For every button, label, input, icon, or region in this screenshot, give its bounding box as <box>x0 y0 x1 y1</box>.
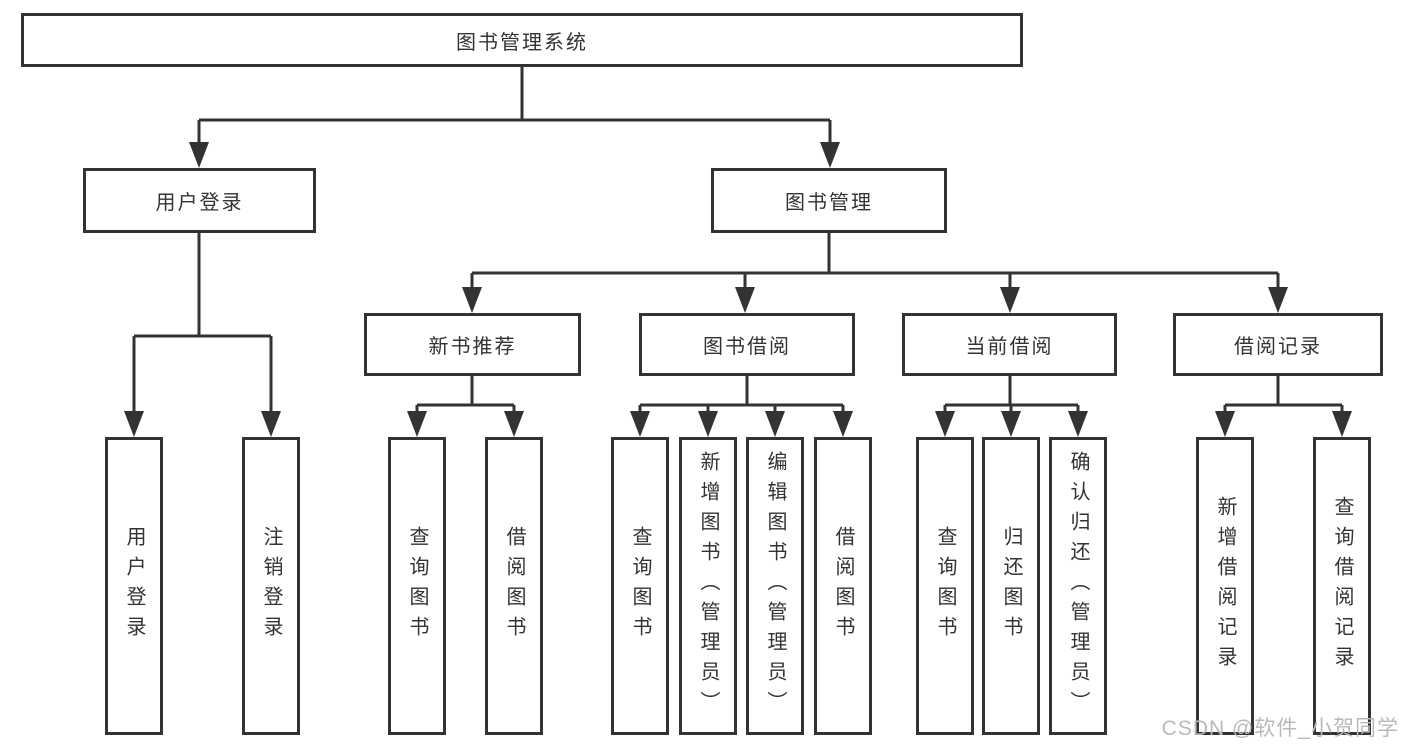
node-new-book-recommend-label: 新书推荐 <box>428 336 517 358</box>
leaf-return-books: 归还图书 <box>982 437 1040 735</box>
leaf-add-books-admin: 新增图书（管理员） <box>679 437 737 735</box>
node-book-management-label: 图书管理 <box>785 192 873 214</box>
node-user-login: 用户登录 <box>83 168 316 233</box>
connector-current-borrow-to-leaves <box>935 376 1088 437</box>
leaf-user-login: 用户登录 <box>105 437 163 735</box>
connector-borrow-records-to-leaves <box>1215 376 1352 437</box>
leaf-query-books-2: 查询图书 <box>611 437 669 735</box>
connector-user-login-to-leaves <box>124 233 281 437</box>
node-new-book-recommend: 新书推荐 <box>364 313 581 376</box>
leaf-confirm-return-admin-label: 确认归还（管理员） <box>1067 451 1089 721</box>
leaf-add-borrow-record: 新增借阅记录 <box>1196 437 1254 735</box>
leaf-query-borrow-record: 查询借阅记录 <box>1313 437 1371 735</box>
node-borrow-records: 借阅记录 <box>1173 313 1383 376</box>
leaf-borrow-books-2-label: 借阅图书 <box>832 526 854 646</box>
leaf-edit-books-admin-label: 编辑图书（管理员） <box>764 451 786 721</box>
node-current-borrow-label: 当前借阅 <box>965 336 1054 358</box>
leaf-add-books-admin-label: 新增图书（管理员） <box>697 451 719 721</box>
leaf-edit-books-admin: 编辑图书（管理员） <box>746 437 804 735</box>
leaf-borrow-books-1-label: 借阅图书 <box>503 526 525 646</box>
leaf-logout: 注销登录 <box>242 437 300 735</box>
watermark: CSDN @软件_小贺同学 <box>1161 717 1399 740</box>
leaf-query-books-1-label: 查询图书 <box>406 526 428 646</box>
connector-root-to-level2 <box>189 67 840 168</box>
connector-book-management-to-level3 <box>462 233 1288 313</box>
node-book-borrow-label: 图书借阅 <box>703 336 791 358</box>
leaf-borrow-books-2: 借阅图书 <box>814 437 872 735</box>
leaf-query-books-1: 查询图书 <box>388 437 446 735</box>
node-user-login-label: 用户登录 <box>155 192 244 214</box>
node-borrow-records-label: 借阅记录 <box>1234 336 1322 358</box>
leaf-query-books-3: 查询图书 <box>916 437 974 735</box>
node-library-management-system-label: 图书管理系统 <box>456 31 588 54</box>
leaf-query-books-2-label: 查询图书 <box>629 526 651 646</box>
leaf-query-borrow-record-label: 查询借阅记录 <box>1331 496 1353 676</box>
leaf-add-borrow-record-label: 新增借阅记录 <box>1214 496 1236 676</box>
leaf-user-login-label: 用户登录 <box>123 526 145 646</box>
node-book-management: 图书管理 <box>711 168 947 233</box>
leaf-return-books-label: 归还图书 <box>1000 526 1022 646</box>
node-library-management-system: 图书管理系统 <box>21 13 1023 67</box>
leaf-confirm-return-admin: 确认归还（管理员） <box>1049 437 1107 735</box>
leaf-query-books-3-label: 查询图书 <box>934 526 956 646</box>
connector-new-book-recommend-to-leaves <box>407 376 524 437</box>
leaf-logout-label: 注销登录 <box>260 526 282 646</box>
leaf-borrow-books-1: 借阅图书 <box>485 437 543 735</box>
node-current-borrow: 当前借阅 <box>902 313 1117 376</box>
node-book-borrow: 图书借阅 <box>639 313 855 376</box>
connector-book-borrow-to-leaves <box>630 376 853 437</box>
